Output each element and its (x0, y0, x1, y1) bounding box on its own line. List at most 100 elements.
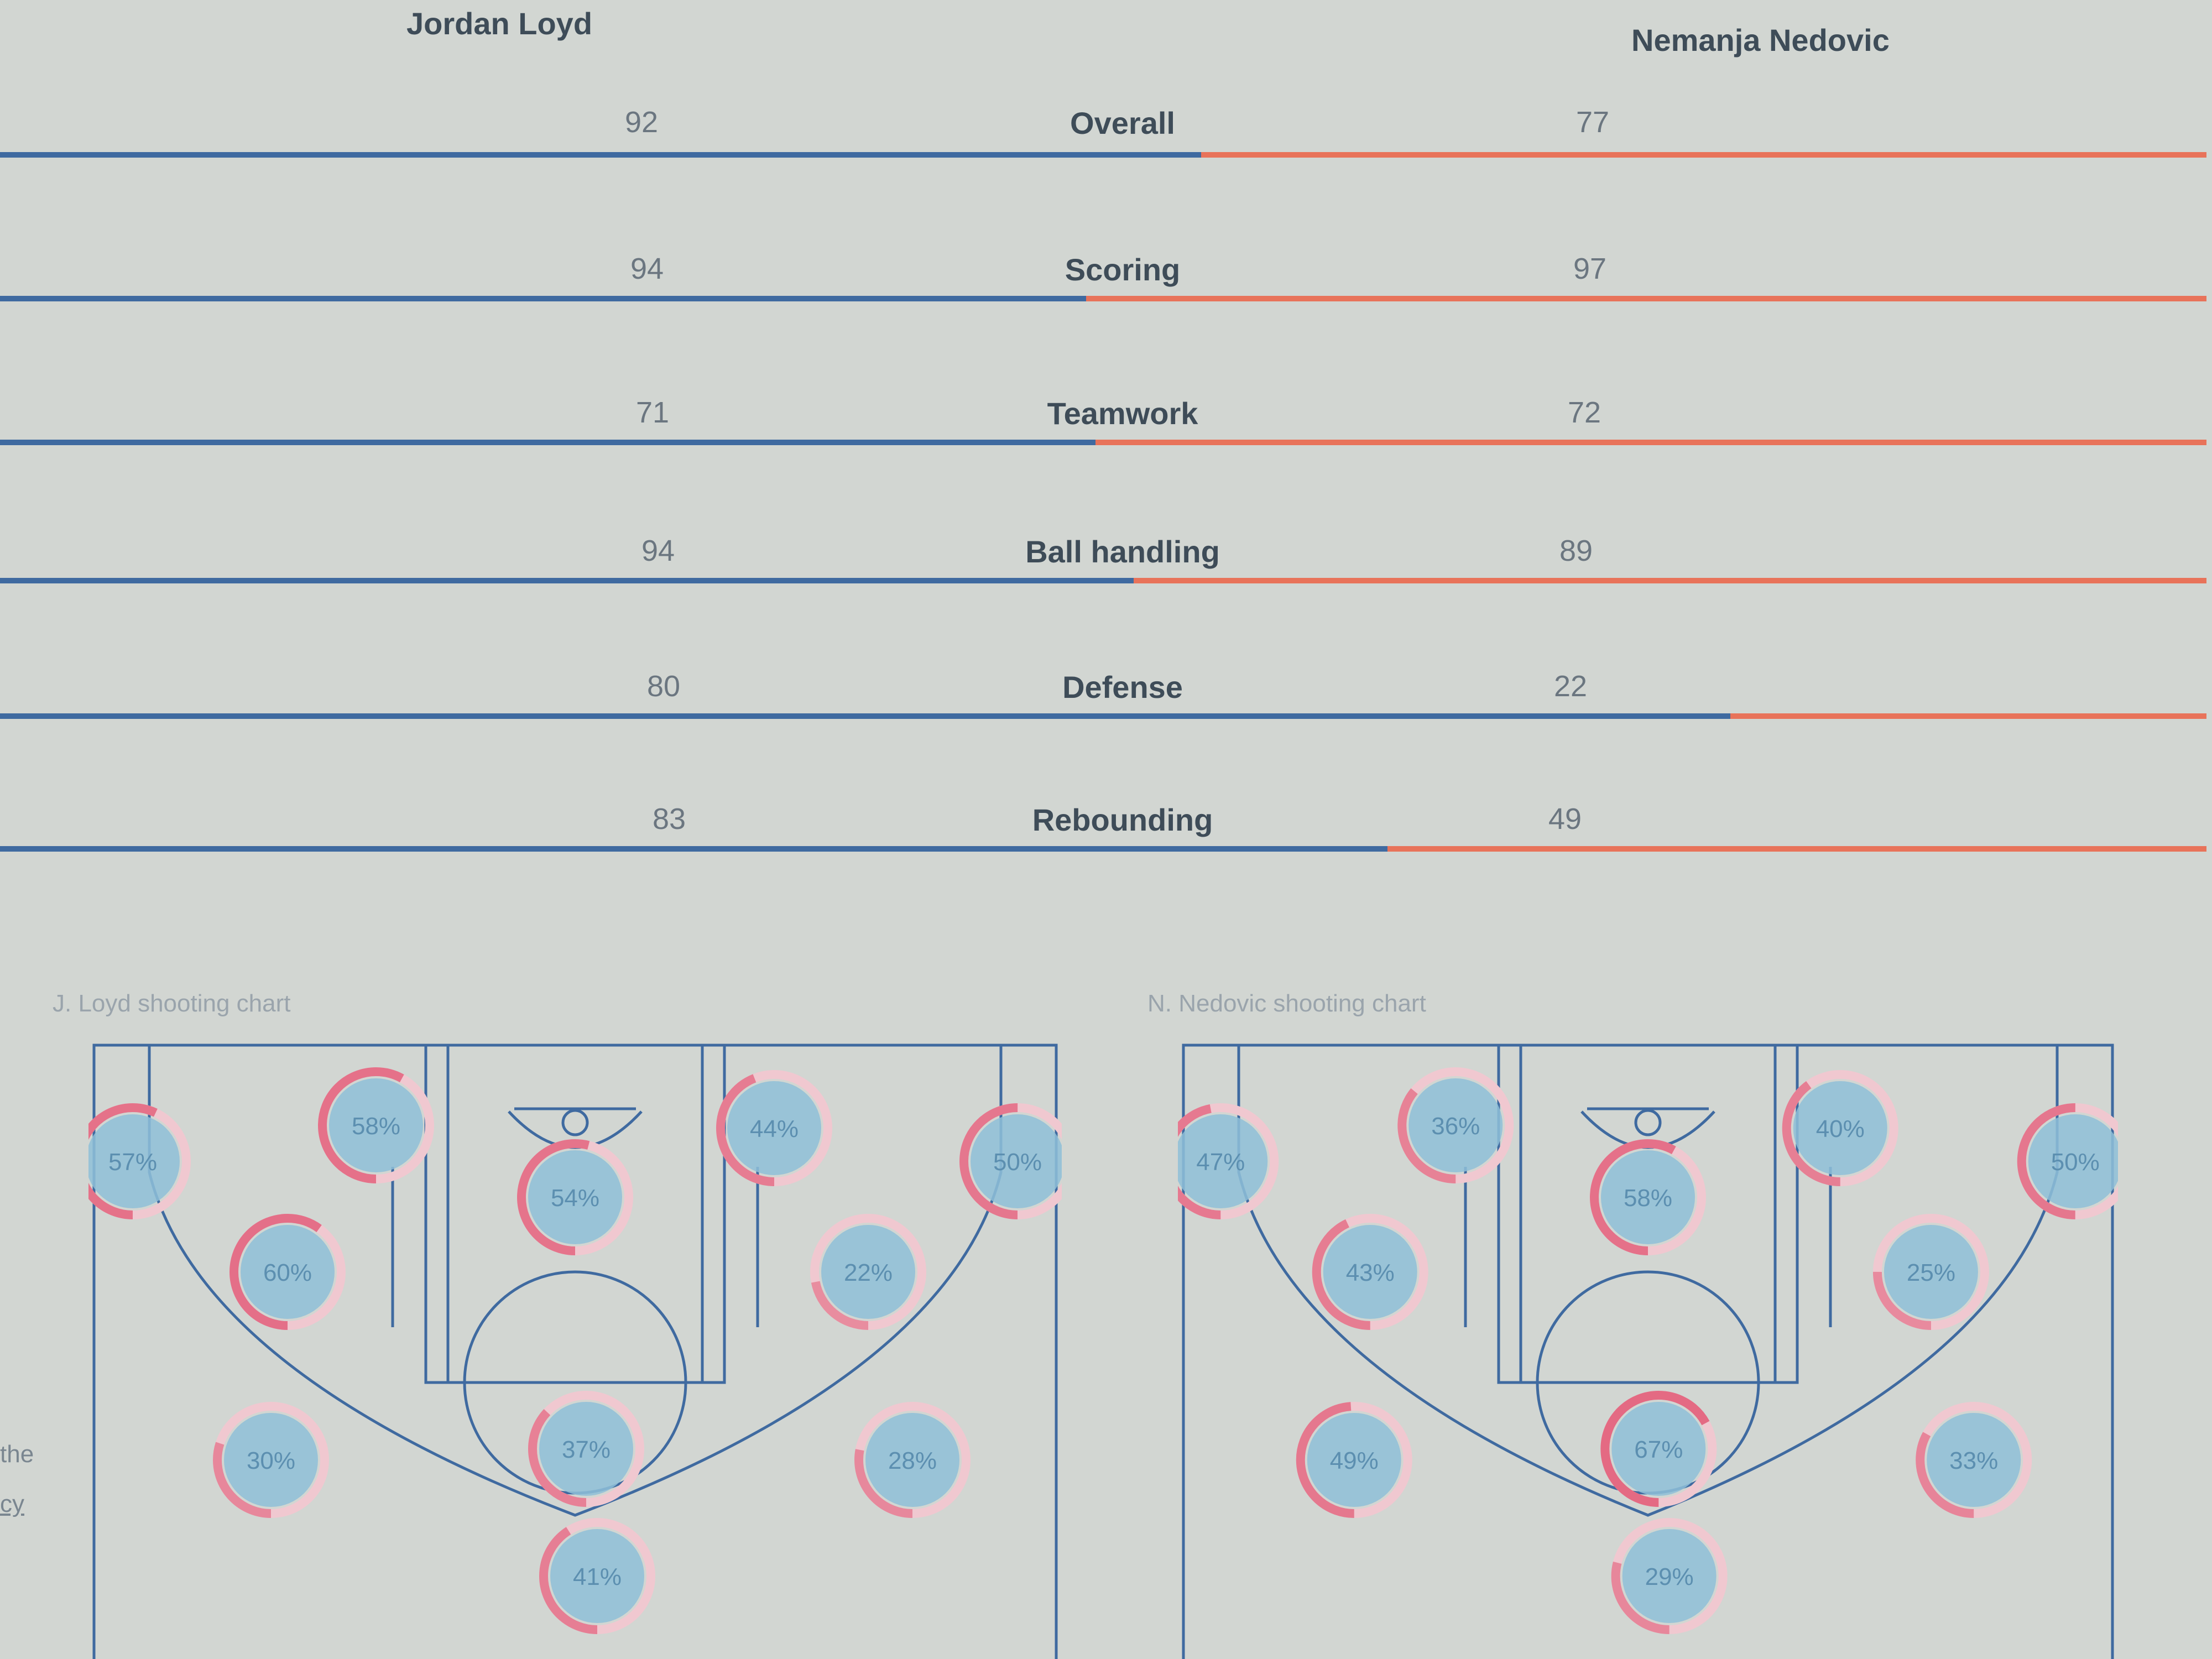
zone-bubble-fill (1178, 1114, 1268, 1208)
zone-bubble[interactable]: 49% (1296, 1402, 1412, 1518)
zone-percent-label: 28% (888, 1447, 937, 1474)
stat-row-teamwork: 71 Teamwork 72 (0, 395, 2212, 528)
zone-percent-label: 54% (551, 1185, 599, 1212)
zone-bubble-fill (1323, 1225, 1417, 1319)
zone-bubble-fill (1611, 1402, 1706, 1496)
shooting-chart-court-left: 57% 58% 54% 44% 50% 60% 22% 30% 37% 28% 41% (88, 1044, 1062, 1659)
zone-bubble[interactable]: 57% (88, 1103, 191, 1219)
zone-bubble[interactable]: 30% (213, 1402, 329, 1518)
stat-left-value: 94 (641, 534, 675, 567)
zone-bubble-fill (865, 1413, 959, 1507)
zone-percent-label: 25% (1907, 1259, 1955, 1286)
zone-bubble[interactable]: 25% (1872, 1214, 1989, 1330)
stat-label: Overall (1070, 106, 1175, 140)
zone-bubble[interactable]: 22% (810, 1214, 926, 1330)
zone-bubble-fill (1408, 1078, 1503, 1172)
zone-percent-label: 43% (1346, 1259, 1395, 1286)
zone-ring-arc (1296, 1402, 1412, 1518)
zone-bubble[interactable]: 28% (854, 1402, 971, 1518)
zone-bubble[interactable]: 50% (959, 1103, 1062, 1219)
zone-bubble[interactable]: 37% (528, 1391, 644, 1507)
zone-percent-label: 33% (1949, 1447, 1998, 1474)
stat-label: Scoring (1065, 252, 1181, 287)
stat-label: Rebounding (1032, 802, 1213, 837)
zone-bubble-fill (539, 1402, 633, 1496)
zone-bubble-fill (329, 1078, 423, 1172)
stat-left-value: 83 (653, 802, 686, 836)
zone-ring-arc (539, 1518, 655, 1634)
shooting-zones: 57% 58% 54% 44% 50% 60% 22% 30% 37% 28% 41% (88, 1067, 1062, 1634)
stat-bar-left (0, 846, 1387, 852)
stat-row-overall: 92 Overall 77 (0, 105, 2212, 238)
zone-ring-arc (1782, 1070, 1898, 1186)
zone-ring-arc (88, 1103, 191, 1219)
zone-ring-arc (213, 1402, 329, 1518)
stat-bar-right (1387, 846, 2206, 852)
stat-row-defense: 80 Defense 22 (0, 669, 2212, 802)
shooting-chart-title-left: J. Loyd shooting chart (53, 990, 291, 1017)
stat-left-value: 92 (625, 106, 659, 139)
stat-left-value: 94 (630, 252, 664, 285)
zone-percent-label: 41% (573, 1563, 622, 1590)
zone-percent-label: 22% (844, 1259, 893, 1286)
zone-bubble[interactable]: 44% (716, 1070, 832, 1186)
zone-bubble[interactable]: 43% (1312, 1214, 1428, 1330)
stat-bar-left (0, 296, 1086, 301)
zone-ring-arc (1600, 1391, 1717, 1507)
side-text-link-fragment[interactable]: cy (0, 1490, 24, 1517)
shooting-chart-court-right: 47% 36% 58% 40% 50% 43% 25% 49% 67% 33% 29% (1178, 1044, 2118, 1659)
court-lines (92, 1044, 1058, 1659)
zone-bubble-fill (2028, 1114, 2118, 1208)
stat-right-value: 72 (1568, 396, 1601, 429)
stat-left-value: 80 (647, 670, 681, 703)
zone-percent-label: 60% (263, 1259, 312, 1286)
zone-bubble[interactable]: 40% (1782, 1070, 1898, 1186)
stat-label: Defense (1062, 670, 1183, 705)
zone-bubble-fill (88, 1114, 180, 1208)
zone-bubble-fill (1601, 1150, 1695, 1244)
zone-bubble[interactable]: 29% (1611, 1518, 1728, 1634)
zone-ring-arc (517, 1139, 633, 1255)
zone-bubble[interactable]: 60% (229, 1214, 346, 1330)
zone-bubble-fill (971, 1114, 1062, 1208)
zone-bubble-fill (224, 1413, 318, 1507)
stat-right-value: 97 (1573, 252, 1607, 285)
stat-bar-right (1086, 296, 2206, 301)
zone-bubble[interactable]: 58% (318, 1067, 434, 1183)
zone-bubble[interactable]: 36% (1397, 1067, 1514, 1183)
side-text-fragment: the (0, 1441, 34, 1468)
stat-bar-right (1201, 152, 2206, 158)
zone-ring-arc (1872, 1214, 1989, 1330)
stat-bar-left (0, 578, 1134, 583)
zone-bubble[interactable]: 33% (1916, 1402, 2032, 1518)
stat-row-scoring: 94 Scoring 97 (0, 252, 2212, 384)
shooting-chart-title-right: N. Nedovic shooting chart (1147, 990, 1426, 1017)
zone-percent-label: 29% (1645, 1563, 1694, 1590)
stat-row-rebounding: 83 Rebounding 49 (0, 802, 2212, 935)
zone-percent-label: 37% (562, 1436, 611, 1463)
zone-bubble-fill (1793, 1081, 1887, 1175)
stat-left-value: 71 (636, 396, 670, 429)
stat-bar-left (0, 440, 1095, 445)
stat-bar-right (1134, 578, 2206, 583)
zone-ring-arc (318, 1067, 434, 1183)
stat-bar-right (1730, 713, 2206, 719)
zone-ring-track (810, 1214, 926, 1330)
stat-bar-left (0, 713, 1730, 719)
zone-bubble-fill (550, 1529, 644, 1623)
stat-bar-left (0, 152, 1201, 158)
zone-bubble[interactable]: 41% (539, 1518, 655, 1634)
zone-ring-arc (1611, 1518, 1728, 1634)
zone-ring-arc (1178, 1103, 1279, 1219)
zone-bubble[interactable]: 58% (1590, 1139, 1706, 1255)
zone-ring-arc (810, 1214, 926, 1330)
zone-bubble-fill (1884, 1225, 1978, 1319)
zone-bubble[interactable]: 50% (2017, 1103, 2118, 1219)
stat-right-value: 89 (1559, 534, 1593, 567)
stat-right-value: 77 (1576, 106, 1610, 139)
zone-ring-arc (2017, 1103, 2118, 1219)
zone-bubble[interactable]: 47% (1178, 1103, 1279, 1219)
zone-bubble[interactable]: 67% (1600, 1391, 1717, 1507)
zone-bubble[interactable]: 54% (517, 1139, 633, 1255)
zone-percent-label: 49% (1330, 1447, 1379, 1474)
